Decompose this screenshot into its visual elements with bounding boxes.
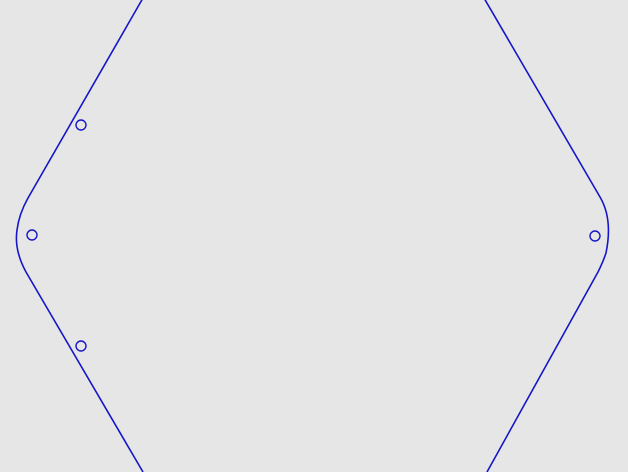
hole-right-middle <box>589 230 601 242</box>
hole-left-upper <box>75 119 87 131</box>
hole-left-lower <box>75 340 87 352</box>
hexagon-outline <box>15 0 610 472</box>
hole-left-middle <box>26 229 38 241</box>
